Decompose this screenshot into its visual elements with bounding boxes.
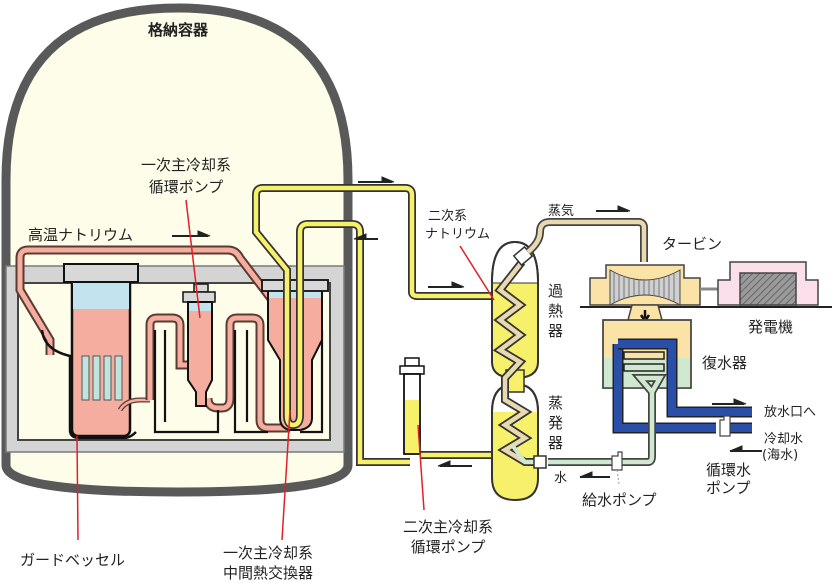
label-circ-pump-1: 循環水 (706, 461, 751, 479)
label-evaporator-2: 発 (548, 414, 563, 432)
label-guard-vessel: ガードベッセル (20, 551, 125, 569)
label-evaporator-1: 蒸 (548, 394, 563, 412)
intermediate-heat-exchanger (261, 279, 329, 431)
arrow-right-icon (712, 398, 747, 405)
label-cooling-water-2: (海水) (762, 448, 798, 463)
feedwater-pump-leader (616, 469, 620, 485)
label-containment-vessel: 格納容器 (148, 21, 209, 39)
label-superheater-1: 過 (548, 282, 563, 300)
circulating-water-pump (719, 415, 731, 437)
feedwater-line (548, 374, 667, 466)
label-feed-pump: 給水ポンプ (582, 491, 657, 509)
label-ihx-1: 一次主冷却系 (223, 544, 313, 562)
label-secondary-pump-1: 二次主冷却系 (403, 518, 493, 536)
steam-line (525, 218, 648, 262)
label-superheater-2: 熱 (548, 302, 563, 320)
arrow-right-icon (596, 205, 631, 212)
arrow-right-icon (428, 281, 465, 288)
flow-arrows (172, 176, 762, 478)
primary-hot-pipe (15, 245, 276, 355)
secondary-sodium-loop (252, 184, 496, 466)
label-primary-pump-1: 一次主冷却系 (141, 156, 231, 174)
arrow-left-icon (729, 445, 762, 452)
label-steam: 蒸気 (548, 203, 574, 219)
label-turbine: タービン (662, 235, 722, 253)
label-hot-sodium: 高温ナトリウム (28, 226, 133, 244)
secondary-pump (399, 357, 425, 455)
label-generator: 発電機 (748, 318, 793, 336)
label-secondary-sodium-1: 二次系 (428, 208, 467, 224)
label-primary-pump-2: 循環ポンプ (149, 178, 224, 196)
label-secondary-pump-2: 循環ポンプ (411, 538, 486, 556)
arrow-left-icon (579, 471, 610, 478)
label-outlet: 放水口へ (764, 405, 816, 420)
label-cooling-water-1: 冷却水 (764, 432, 803, 447)
primary-cold-pipe (145, 313, 324, 434)
generator (717, 261, 819, 306)
label-superheater-3: 器 (548, 322, 563, 340)
arrow-left-icon (437, 460, 472, 467)
feedwater-nozzle (533, 455, 547, 469)
condenser (602, 319, 752, 434)
label-evaporator-3: 器 (548, 434, 563, 452)
label-circ-pump-2: ポンプ (706, 479, 751, 497)
fuel-assemblies (81, 355, 123, 401)
label-secondary-sodium-2: ナトリウム (425, 227, 490, 242)
feedwater-pump (611, 451, 623, 471)
labels: 格納容器 一次主冷却系 循環ポンプ 高温ナトリウム ガードベッセル 一次主冷却系… (20, 21, 816, 582)
arrow-left-icon (353, 233, 378, 240)
arrow-right-icon (358, 176, 395, 183)
label-condenser: 復水器 (702, 354, 747, 372)
reactor-vessel (40, 263, 150, 440)
label-ihx-2: 中間熱交換器 (223, 564, 313, 582)
primary-pump (182, 283, 216, 407)
leader-lines (76, 199, 495, 541)
label-water: 水 (554, 471, 567, 486)
